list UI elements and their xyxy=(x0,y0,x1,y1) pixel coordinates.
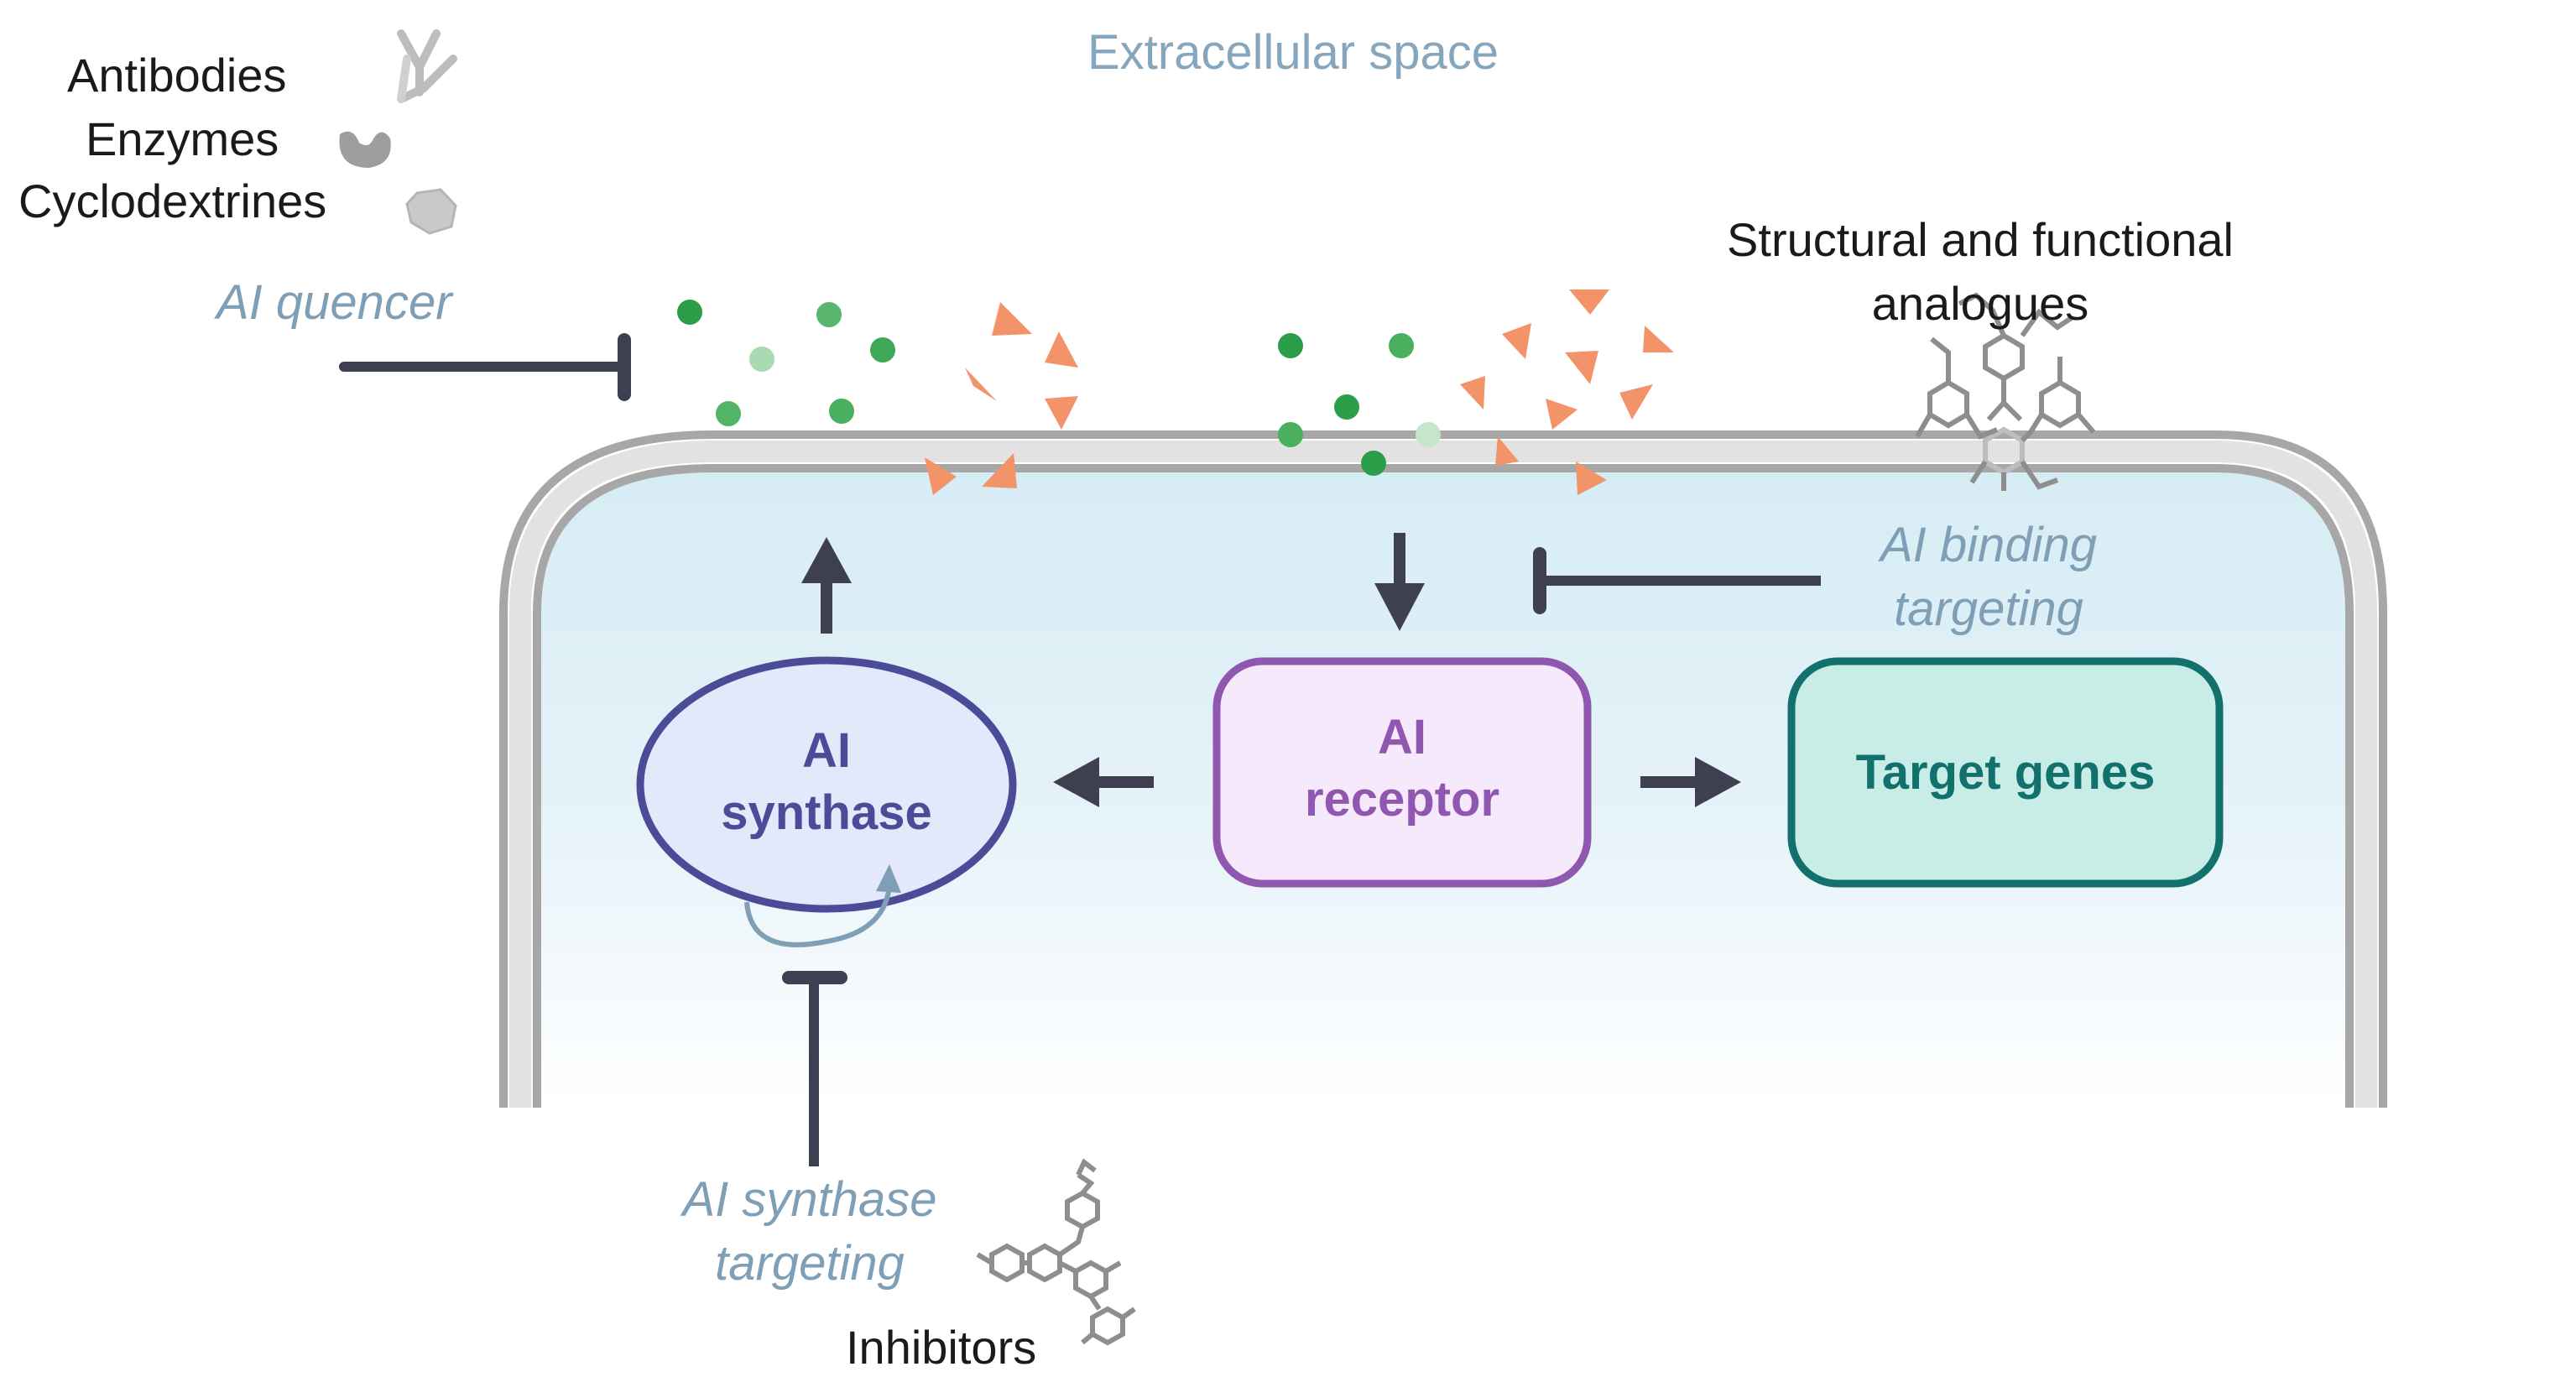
cell-membrane-outer xyxy=(499,430,2387,1108)
synthase-cycle-arrowhead xyxy=(876,864,901,893)
enzymes-label: Enzymes xyxy=(86,112,279,165)
synthase-cycle-arrow xyxy=(744,884,892,947)
analogue-molecule-icon xyxy=(1915,292,2096,491)
ai-binding-targeting-label: AI binding targeting xyxy=(1779,514,2198,641)
cell-membrane-mid xyxy=(509,441,2377,1108)
cyclodextrines-label: Cyclodextrines xyxy=(18,175,327,227)
antibodies-label: Antibodies xyxy=(67,49,287,102)
structural-analogues-line1: Structural and functional xyxy=(1727,213,2234,266)
arrow-membrane-to-receptor xyxy=(1374,533,1425,631)
ai-receptor-text-line2: receptor xyxy=(1304,772,1500,827)
ai-synthase-text-line2: synthase xyxy=(721,785,932,840)
extracellular-space-label: Extracellular space xyxy=(1087,25,1499,80)
target-genes-node xyxy=(1787,657,2224,888)
ai-binding-targeting-line1: AI binding xyxy=(1880,518,2097,572)
structural-analogues-label: Structural and functional analogues xyxy=(1678,208,2282,336)
ai-synthase-targeting-line1: AI synthase xyxy=(682,1172,937,1227)
cyclodextrin-icon xyxy=(405,188,457,235)
enzyme-icon xyxy=(339,131,391,168)
ai-synthase-text: AI synthase xyxy=(640,720,1013,844)
orange-ai-molecules xyxy=(925,290,1674,495)
ai-synthase-text-line1: AI xyxy=(802,723,851,778)
ai-binding-targeting-line2: targeting xyxy=(1894,582,2083,636)
cell-membrane-inner xyxy=(533,464,2354,1108)
inhibitor-molecule-icon xyxy=(976,1158,1136,1346)
arrow-synthase-to-membrane xyxy=(801,537,852,634)
ai-synthase-node xyxy=(636,656,1017,913)
arrow-receptor-to-target xyxy=(1640,757,1741,807)
ai-quencer-label: AI quencer xyxy=(216,275,452,330)
ai-receptor-node xyxy=(1212,657,1592,888)
ai-synthase-targeting-line2: targeting xyxy=(715,1236,905,1291)
ai-receptor-text: AI receptor xyxy=(1217,707,1588,831)
target-genes-text: Target genes xyxy=(1855,745,2156,800)
ai-synthase-targeting-label: AI synthase targeting xyxy=(621,1168,999,1296)
ai-receptor-text-line1: AI xyxy=(1378,710,1426,764)
structural-analogues-line2: analogues xyxy=(1871,277,2089,330)
green-ai-molecules xyxy=(677,300,1441,476)
arrow-receptor-to-synthase xyxy=(1053,757,1154,807)
inhibitors-label: Inhibitors xyxy=(846,1321,1037,1374)
antibody-icon xyxy=(397,29,457,103)
